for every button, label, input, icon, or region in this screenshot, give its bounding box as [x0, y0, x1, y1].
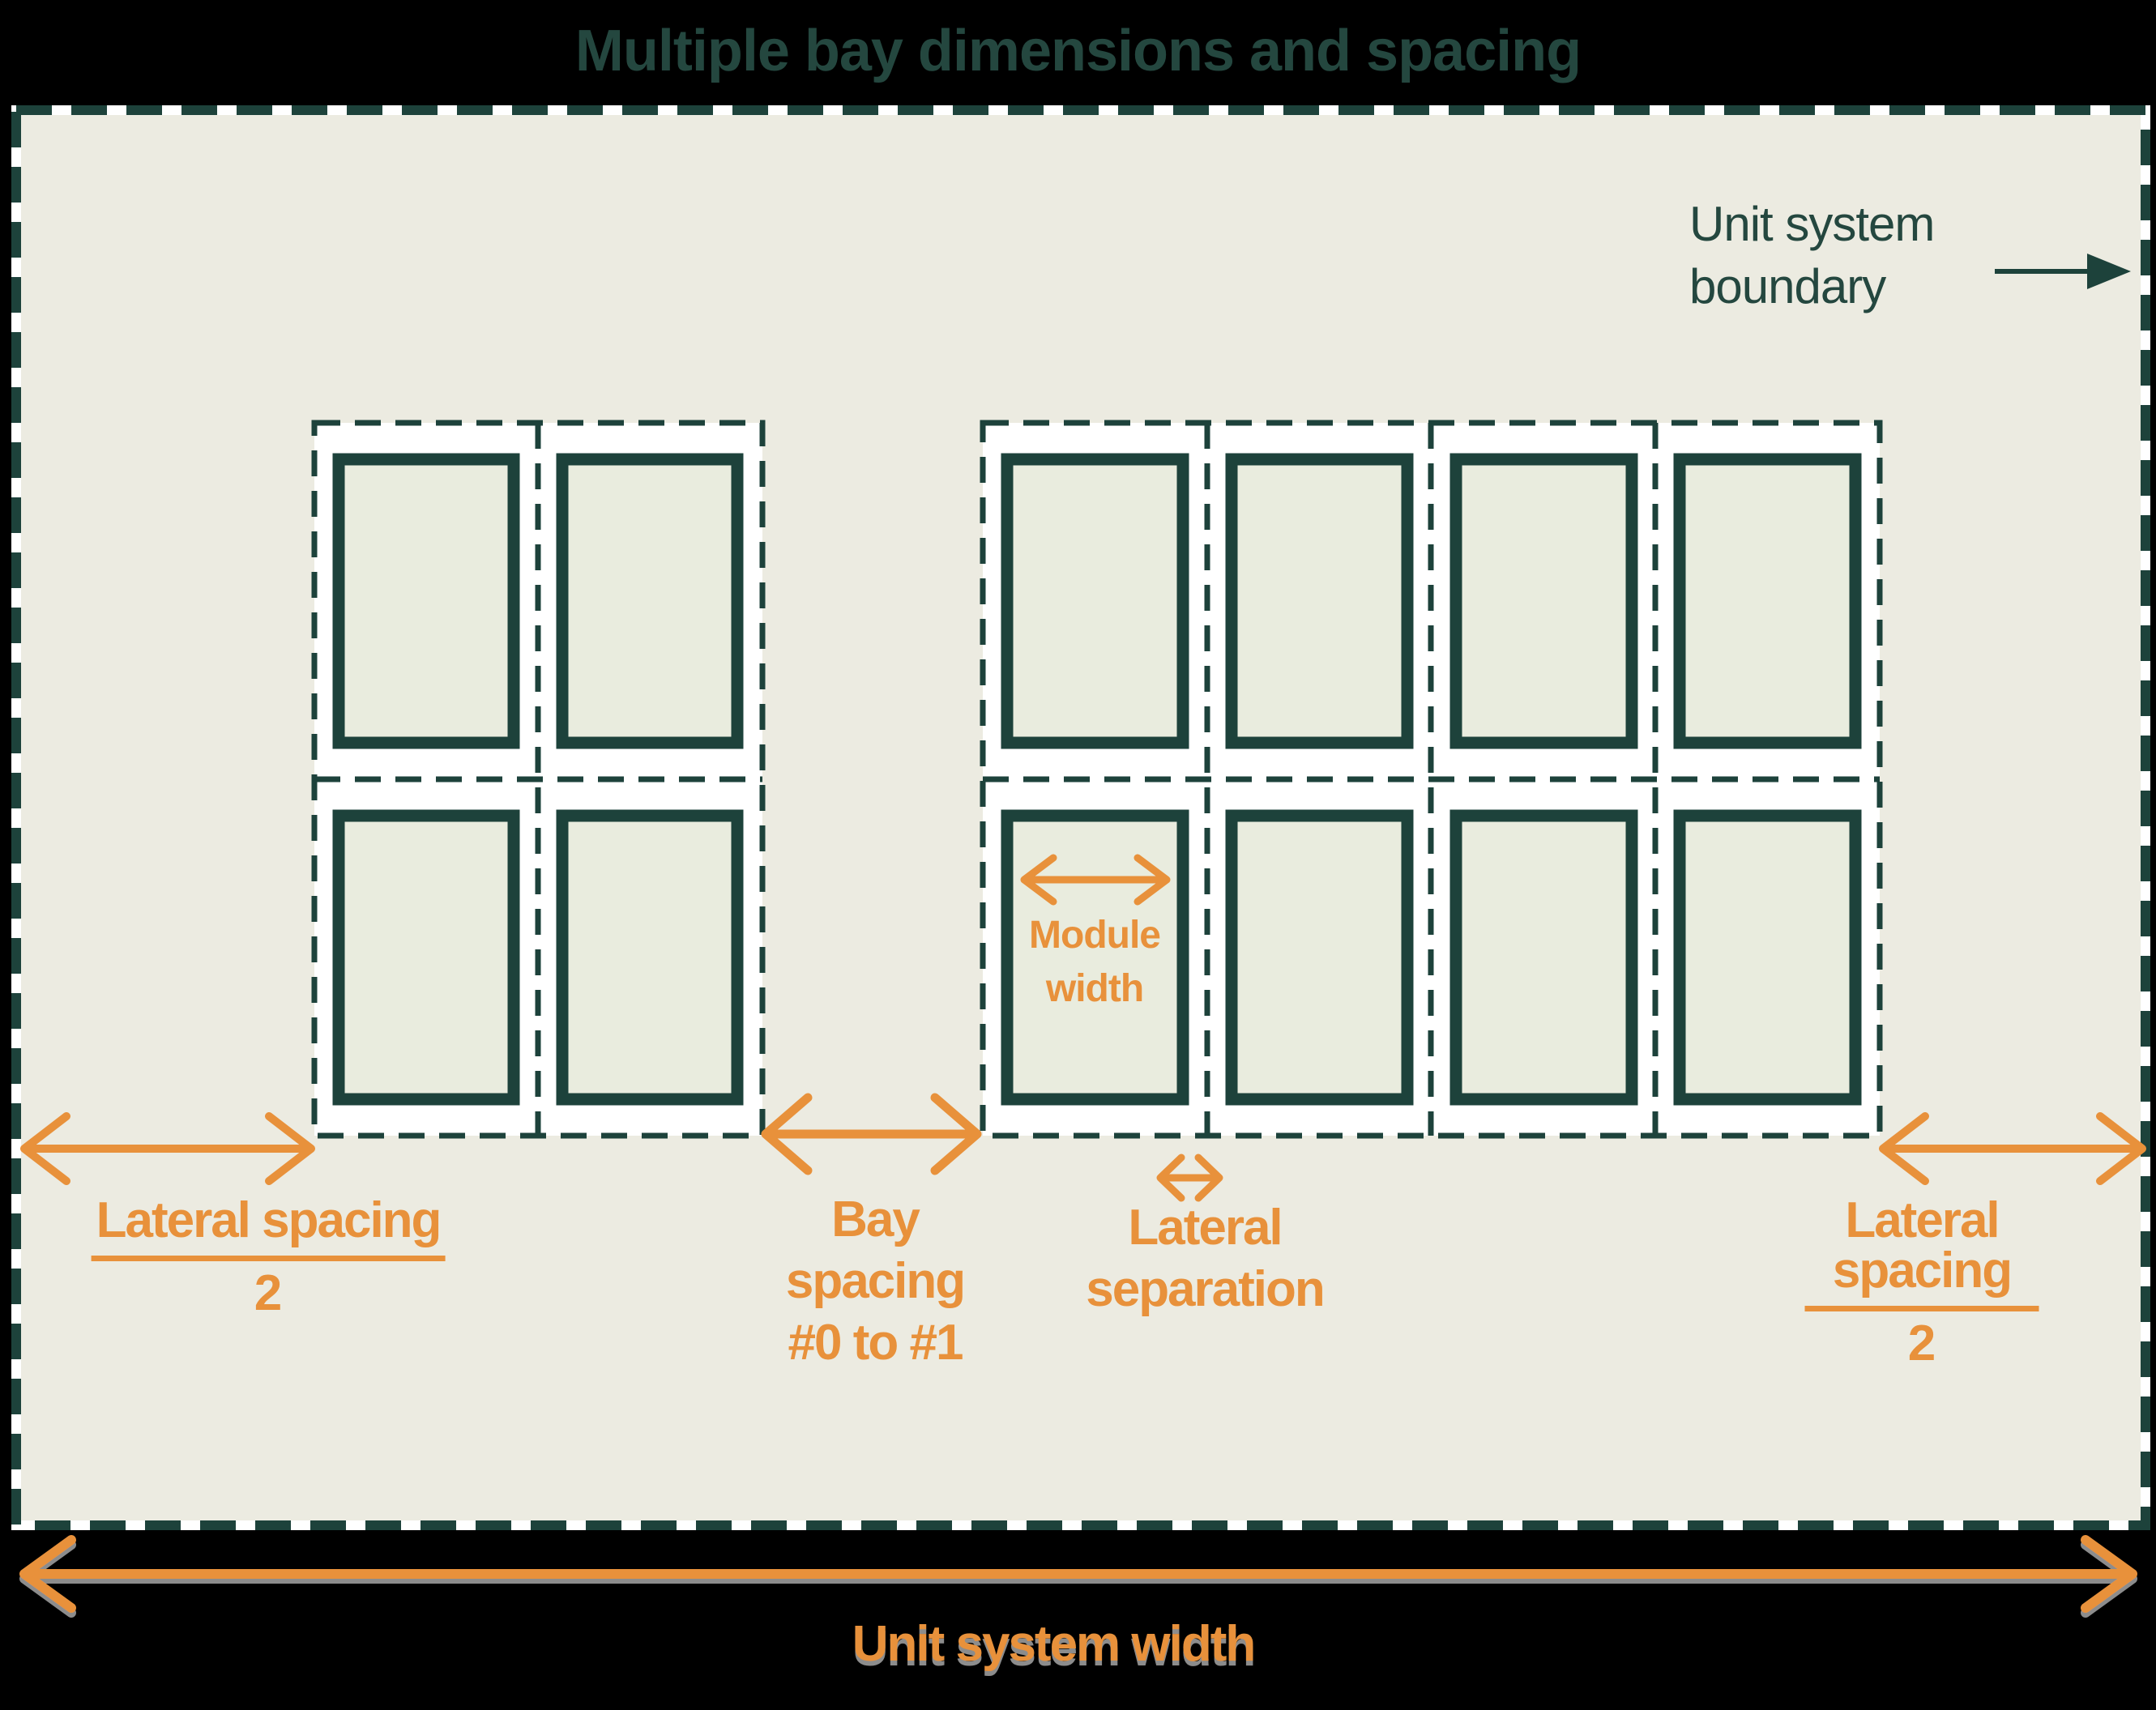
module [556, 453, 744, 749]
module-width-arrow [1020, 854, 1171, 906]
bay-spacing-line3: #0 to #1 [788, 1315, 964, 1371]
module-width-label: Module width [1029, 909, 1161, 1016]
lateral-spacing-left-denominator: 2 [254, 1265, 283, 1321]
bay-spacing-arrow [761, 1093, 982, 1175]
module [1001, 809, 1189, 1106]
module [1449, 453, 1638, 749]
lateral-spacing-right-label: Lateral spacing 2 [1804, 1196, 2039, 1371]
module [1225, 809, 1414, 1106]
bay-1 [980, 420, 1883, 1139]
unit-system-boundary [11, 105, 2150, 1530]
lateral-spacing-right-arrow [1879, 1112, 2146, 1185]
lateral-spacing-left-numerator: Lateral spacing [91, 1196, 446, 1261]
module [556, 809, 744, 1106]
bay-spacing-line2: spacing [785, 1253, 966, 1309]
bay-spacing-line1: Bay [831, 1192, 920, 1247]
boundary-pointer-arrow [1995, 254, 2131, 289]
module-width-line1: Module [1029, 914, 1161, 957]
lateral-spacing-left-arrow [20, 1112, 315, 1185]
boundary-label-line1: Unit system [1689, 197, 1935, 251]
module [1673, 809, 1862, 1106]
unit-system-width-arrow [19, 1535, 2137, 1613]
module [1225, 453, 1414, 749]
lateral-spacing-right-numerator: Lateral spacing [1804, 1196, 2039, 1311]
lateral-separation-arrow [1156, 1154, 1223, 1202]
unit-system-width-label: Unit system width [852, 1616, 1257, 1672]
module [1449, 809, 1638, 1106]
module [1001, 453, 1189, 749]
module-width-line2: width [1045, 967, 1144, 1010]
bay-spacing-label: Bay spacing #0 to #1 [785, 1189, 966, 1374]
bay-0 [311, 420, 766, 1139]
lateral-spacing-left-label: Lateral spacing 2 [91, 1196, 446, 1321]
lateral-spacing-right-denominator: 2 [1907, 1316, 1936, 1371]
unit-system-boundary-label: Unit system boundary [1689, 193, 1935, 318]
lateral-separation-line1: Lateral [1128, 1200, 1283, 1256]
lateral-separation-label: Lateral separation [1086, 1197, 1326, 1320]
module [1673, 453, 1862, 749]
boundary-label-line2: boundary [1689, 259, 1886, 313]
lateral-separation-line2: separation [1086, 1261, 1326, 1317]
module [332, 809, 520, 1106]
module [332, 453, 520, 749]
diagram-title: Multiple bay dimensions and spacing [574, 19, 1582, 83]
